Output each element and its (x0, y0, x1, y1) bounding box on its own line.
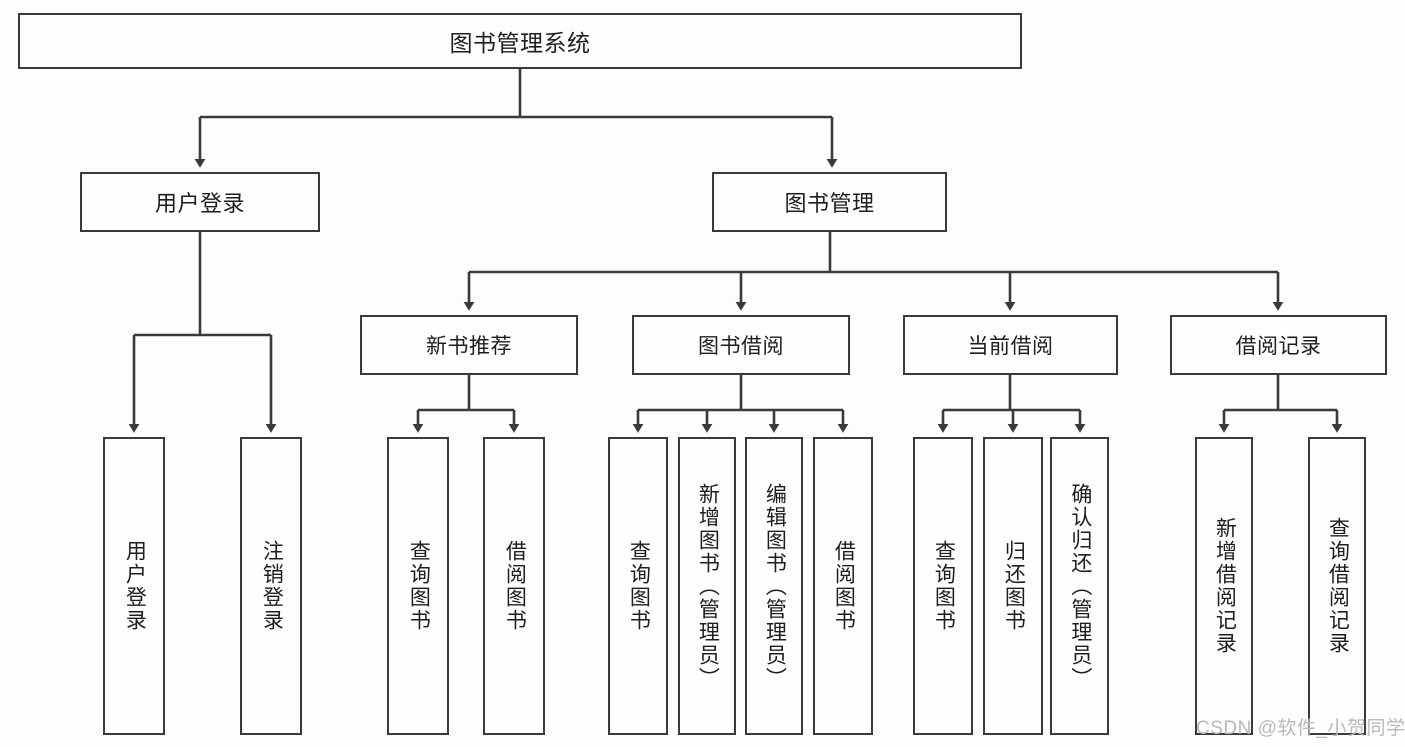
node-root[interactable]: 图书管理系统 (18, 13, 1022, 69)
node-leaf-query-book-borrow[interactable]: 查询图书 (608, 437, 668, 735)
node-leaf-add-book-label: 新增图书（管理员） (696, 482, 720, 690)
node-leaf-add-book[interactable]: 新增图书（管理员） (678, 437, 736, 735)
node-user-login[interactable]: 用户登录 (80, 172, 320, 232)
watermark-text: CSDN @软件_小贺同学 (1196, 718, 1405, 739)
node-leaf-confirm-return-label: 确认归还（管理员） (1068, 482, 1092, 690)
node-leaf-add-record-label: 新增借阅记录 (1213, 517, 1237, 655)
node-leaf-add-record[interactable]: 新增借阅记录 (1195, 437, 1253, 735)
node-borrow-record[interactable]: 借阅记录 (1170, 315, 1387, 375)
node-new-book-rec[interactable]: 新书推荐 (360, 315, 578, 375)
node-leaf-return-book[interactable]: 归还图书 (983, 437, 1043, 735)
node-current-borrow[interactable]: 当前借阅 (903, 315, 1118, 375)
node-leaf-return-book-label: 归还图书 (1002, 540, 1026, 632)
node-leaf-query-book-rec[interactable]: 查询图书 (387, 437, 449, 735)
node-leaf-borrow-book[interactable]: 借阅图书 (813, 437, 873, 735)
node-new-book-rec-label: 新书推荐 (426, 335, 512, 358)
node-leaf-user-login[interactable]: 用户登录 (103, 437, 165, 735)
node-book-borrow[interactable]: 图书借阅 (632, 315, 850, 375)
node-leaf-query-record[interactable]: 查询借阅记录 (1308, 437, 1366, 735)
node-root-label: 图书管理系统 (449, 30, 591, 56)
node-leaf-borrow-book-rec[interactable]: 借阅图书 (483, 437, 545, 735)
node-leaf-edit-book[interactable]: 编辑图书（管理员） (745, 437, 803, 735)
node-current-borrow-label: 当前借阅 (967, 335, 1054, 358)
node-leaf-user-login-label: 用户登录 (123, 540, 147, 632)
node-borrow-record-label: 借阅记录 (1235, 335, 1322, 358)
node-book-manage-label: 图书管理 (784, 191, 875, 216)
node-leaf-logout-label: 注销登录 (260, 540, 284, 632)
node-leaf-query-book-rec-label: 查询图书 (407, 540, 431, 632)
node-leaf-query-book-current-label: 查询图书 (932, 540, 956, 632)
node-leaf-query-book-borrow-label: 查询图书 (627, 540, 651, 632)
node-book-manage[interactable]: 图书管理 (712, 172, 947, 232)
node-user-login-label: 用户登录 (154, 191, 245, 216)
node-leaf-logout[interactable]: 注销登录 (240, 437, 302, 735)
node-leaf-query-record-label: 查询借阅记录 (1326, 517, 1350, 655)
node-leaf-edit-book-label: 编辑图书（管理员） (763, 482, 787, 690)
node-leaf-borrow-book-rec-label: 借阅图书 (503, 540, 527, 632)
node-leaf-query-book-current[interactable]: 查询图书 (913, 437, 973, 735)
node-book-borrow-label: 图书借阅 (698, 335, 784, 358)
node-leaf-confirm-return[interactable]: 确认归还（管理员） (1050, 437, 1109, 735)
node-leaf-borrow-book-label: 借阅图书 (832, 540, 856, 632)
